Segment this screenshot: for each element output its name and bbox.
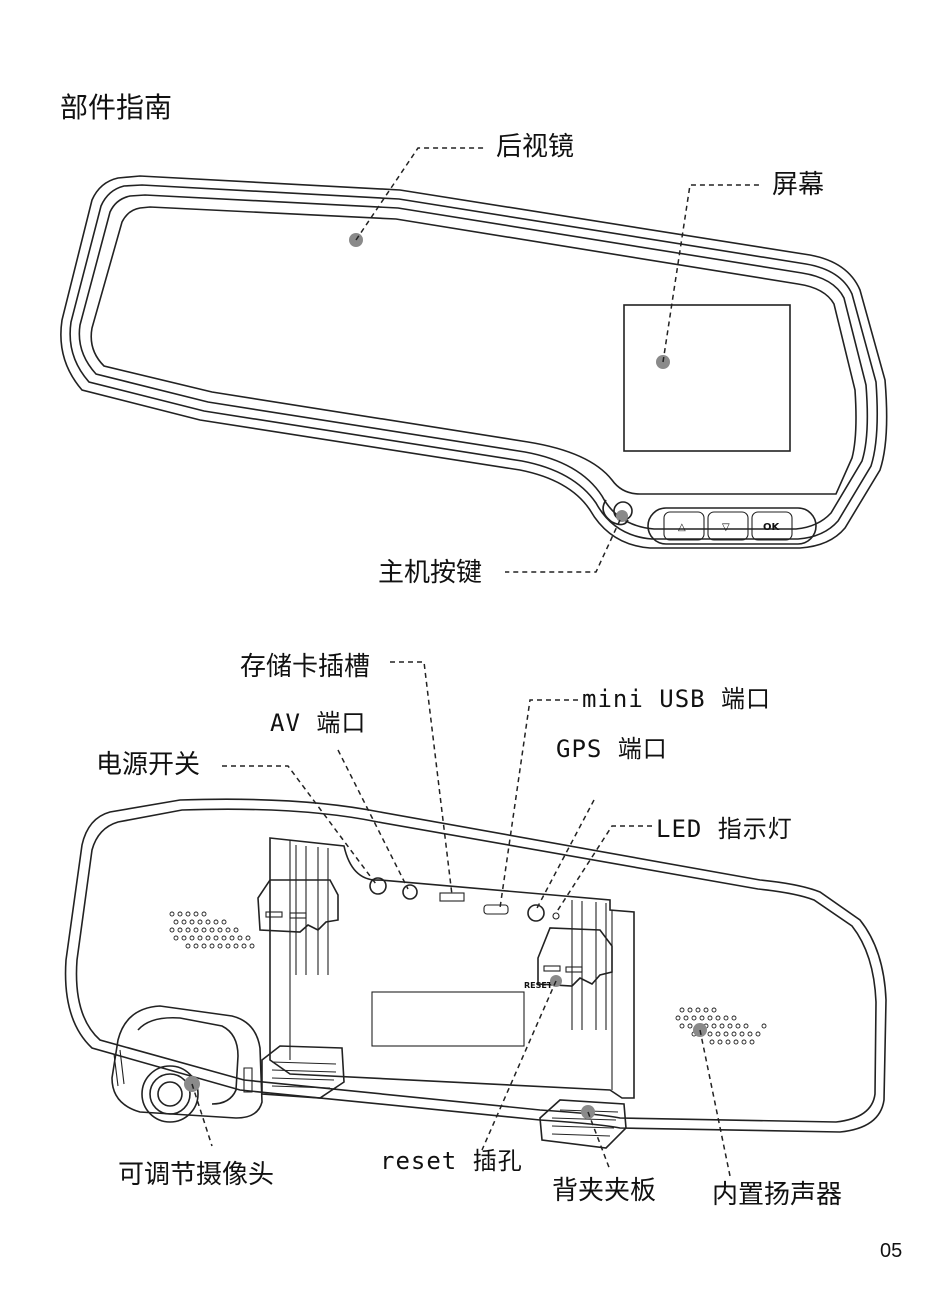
ok-mark: OK bbox=[763, 522, 781, 533]
gps-port bbox=[527, 904, 545, 922]
slider-right bbox=[539, 1099, 627, 1149]
label-speaker: 内置扬声器 bbox=[712, 1180, 843, 1210]
power-switch-port bbox=[369, 877, 387, 895]
camera-lens bbox=[157, 1081, 183, 1107]
up-button[interactable] bbox=[663, 511, 705, 541]
label-gps-port: GPS 端口 bbox=[556, 735, 668, 763]
buttons-leader bbox=[505, 519, 621, 573]
page-number: 05 bbox=[880, 1240, 903, 1262]
mirror-frame-2 bbox=[69, 184, 879, 540]
mirror-frame-3 bbox=[78, 194, 869, 530]
label-buttons: 主机按键 bbox=[378, 558, 483, 588]
clip-leader bbox=[587, 1111, 611, 1171]
label-card-slot: 存储卡插槽 bbox=[240, 652, 371, 682]
back-plate-inner bbox=[289, 840, 613, 1090]
reset-mark: RESET bbox=[524, 981, 553, 990]
camera-leader bbox=[191, 1083, 213, 1147]
label-screen: 屏幕 bbox=[772, 170, 825, 200]
down-mark: ▽ bbox=[722, 522, 730, 533]
av-leader bbox=[337, 749, 409, 890]
reset-leader bbox=[481, 980, 557, 1151]
led-leader bbox=[555, 825, 652, 914]
mirror-glass bbox=[90, 206, 857, 495]
screen-area bbox=[623, 304, 791, 452]
up-mark: △ bbox=[678, 522, 686, 533]
clip-left bbox=[257, 879, 339, 933]
usb-leader bbox=[499, 699, 578, 909]
sticker-area bbox=[371, 991, 525, 1047]
clip-right bbox=[537, 927, 613, 987]
mirror-outer-frame bbox=[60, 175, 888, 549]
av-port bbox=[402, 884, 418, 900]
section-title: 部件指南 bbox=[60, 91, 173, 124]
left-speaker-grille bbox=[169, 911, 255, 949]
camera-housing bbox=[111, 1005, 263, 1119]
mini-usb-port bbox=[483, 904, 509, 915]
mirror-leader bbox=[355, 147, 486, 241]
card-slot-leader bbox=[390, 661, 453, 896]
label-camera: 可调节摄像头 bbox=[118, 1160, 275, 1190]
label-back-clip: 背夹夹板 bbox=[552, 1176, 657, 1206]
label-reset: reset 插孔 bbox=[380, 1147, 523, 1175]
label-power-switch: 电源开关 bbox=[96, 750, 201, 780]
label-mirror: 后视镜 bbox=[496, 132, 575, 162]
label-av-port: AV 端口 bbox=[270, 709, 367, 737]
speaker-leader bbox=[699, 1029, 731, 1177]
gps-leader bbox=[535, 799, 595, 911]
buttons-callout-dot bbox=[616, 510, 628, 522]
down-button[interactable] bbox=[707, 511, 749, 541]
button-bar bbox=[647, 507, 817, 545]
back-outer-frame bbox=[64, 798, 887, 1133]
front-mirror-diagram: △ ▽ OK bbox=[60, 147, 888, 573]
led-indicator bbox=[552, 912, 560, 920]
right-speaker-grille bbox=[675, 1007, 767, 1045]
card-slot bbox=[439, 892, 465, 902]
label-mini-usb: mini USB 端口 bbox=[582, 685, 772, 713]
camera-lens-ring bbox=[141, 1065, 199, 1123]
label-led: LED 指示灯 bbox=[656, 815, 793, 843]
back-plate bbox=[269, 837, 635, 1099]
back-frame-2 bbox=[75, 808, 877, 1123]
button-panel bbox=[602, 499, 629, 526]
ok-button[interactable] bbox=[751, 511, 793, 541]
power-leader bbox=[222, 765, 377, 885]
screen-leader bbox=[662, 184, 760, 363]
